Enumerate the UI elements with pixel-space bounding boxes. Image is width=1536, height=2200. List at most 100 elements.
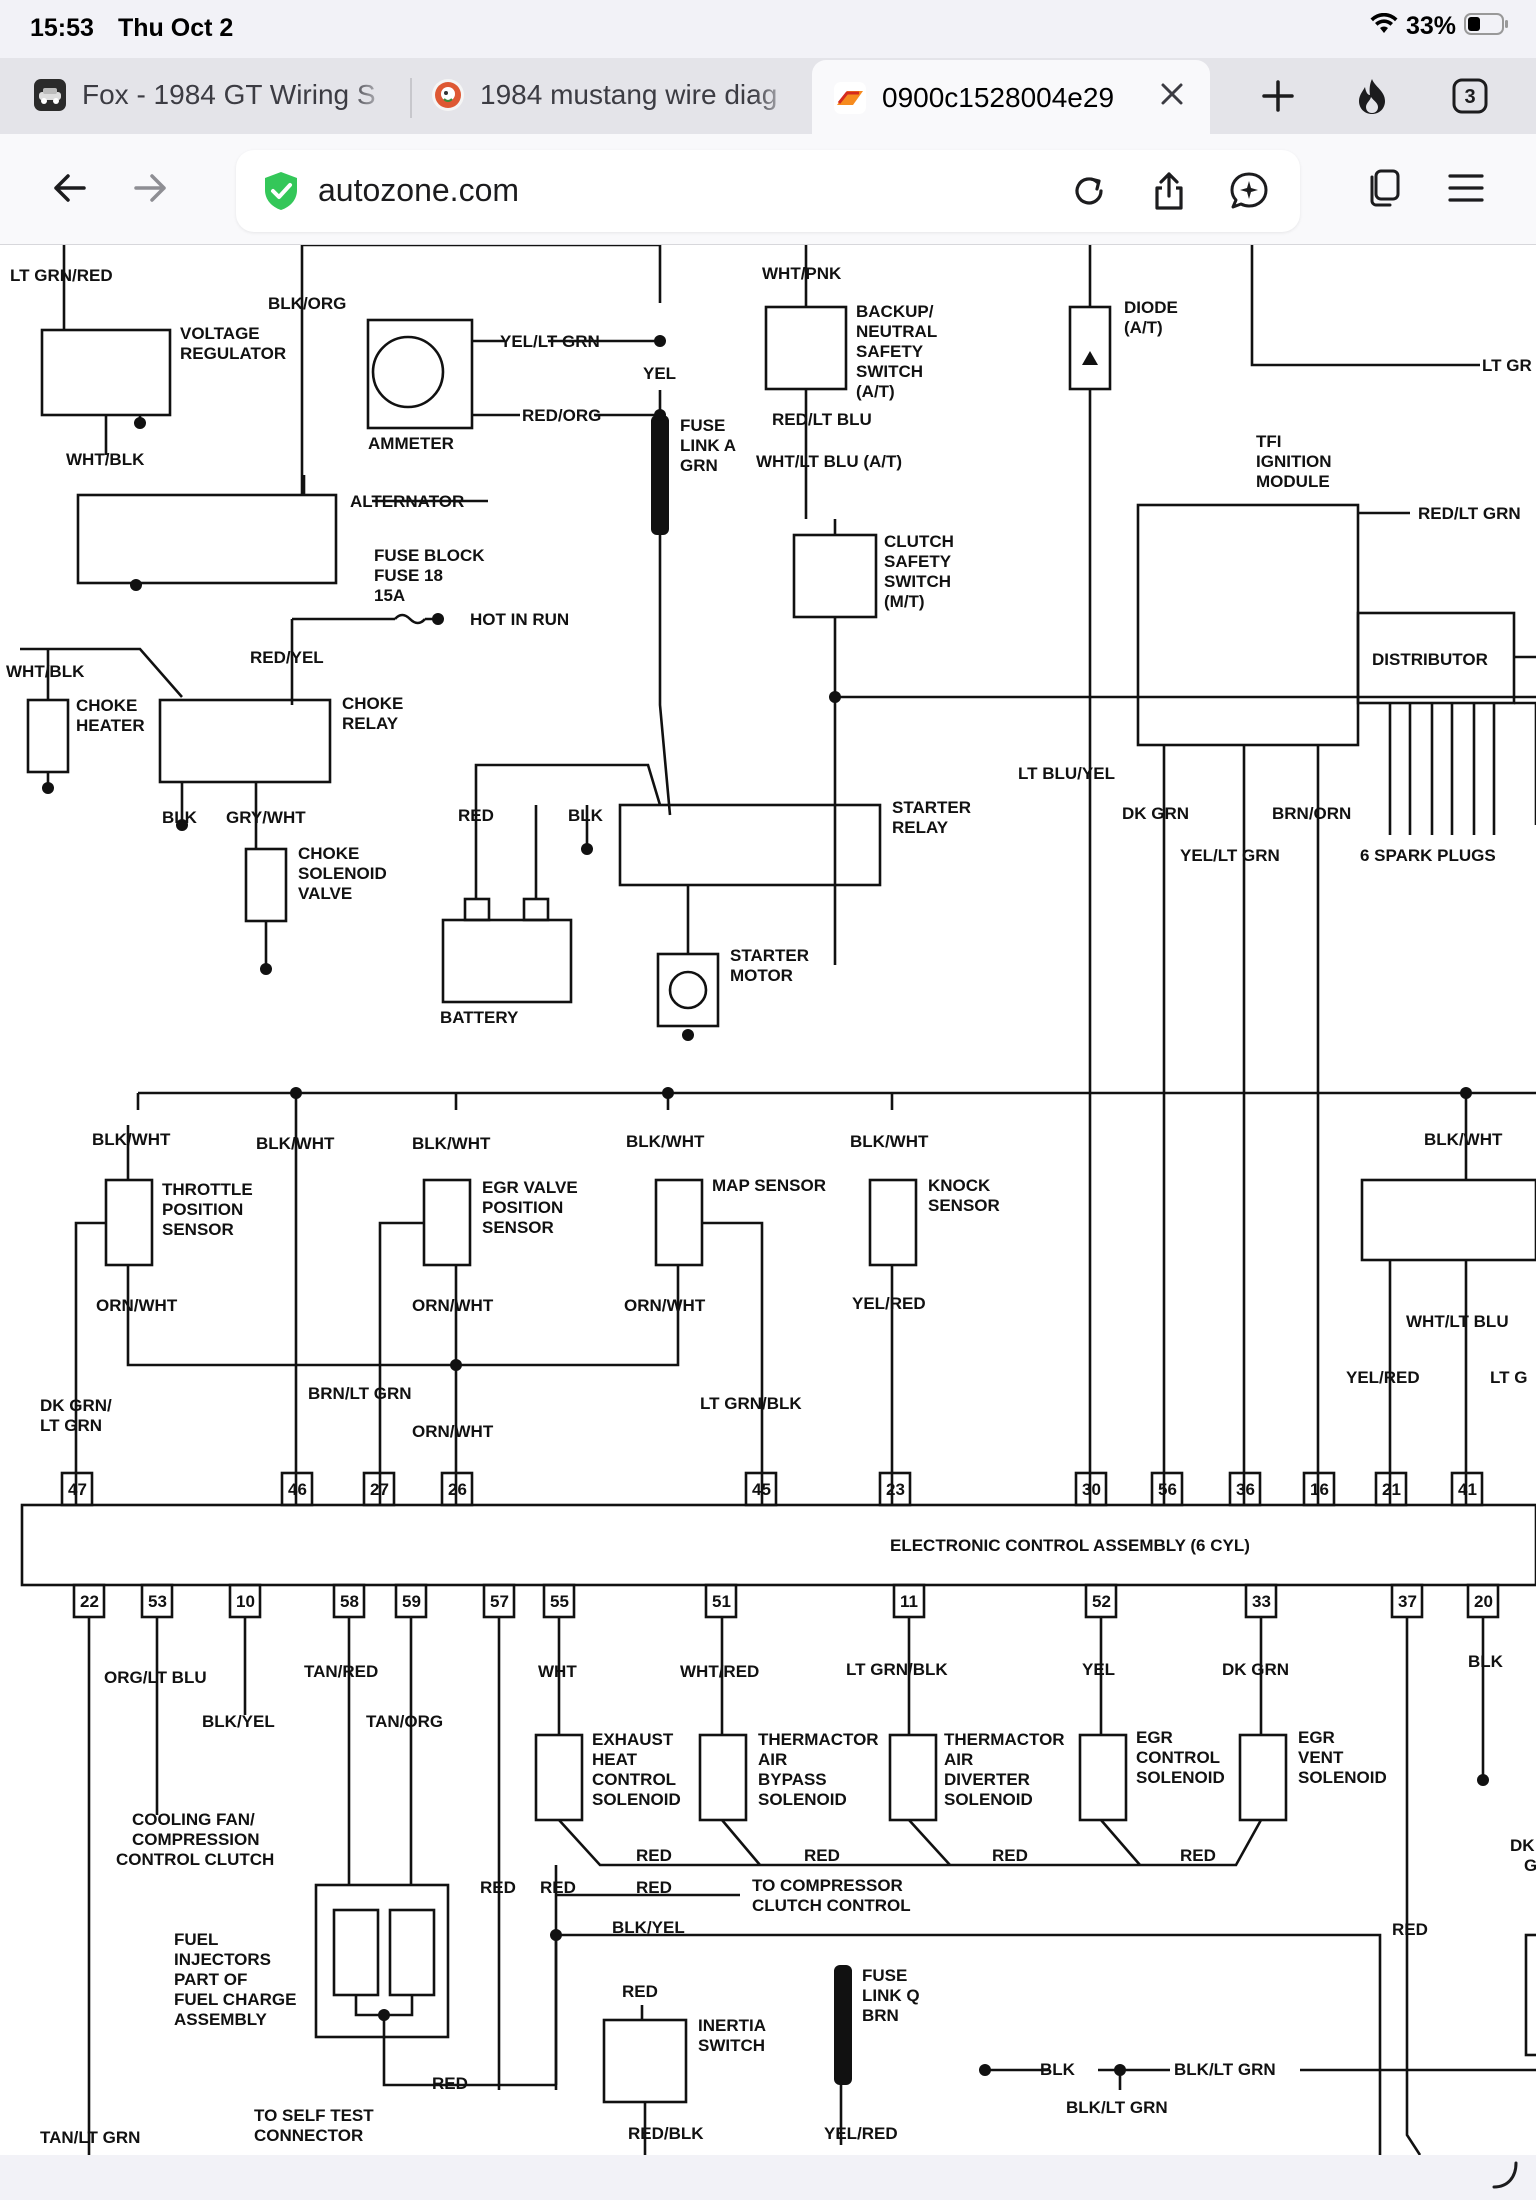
scroll-indicator-icon xyxy=(1488,2159,1520,2196)
svg-text:KNOCK: KNOCK xyxy=(928,1176,991,1195)
svg-text:ORN/WHT: ORN/WHT xyxy=(96,1296,178,1315)
svg-text:LINK Q: LINK Q xyxy=(862,1986,920,2005)
svg-text:POSITION: POSITION xyxy=(482,1198,563,1217)
svg-text:DK GRN: DK GRN xyxy=(1222,1660,1289,1679)
svg-text:46: 46 xyxy=(288,1480,307,1499)
svg-text:RED: RED xyxy=(458,806,494,825)
svg-text:DIODE: DIODE xyxy=(1124,298,1178,317)
reload-icon[interactable] xyxy=(1062,164,1116,218)
svg-text:HEAT: HEAT xyxy=(592,1750,638,1769)
svg-text:RED: RED xyxy=(480,1878,516,1897)
svg-text:BLK/WHT: BLK/WHT xyxy=(626,1132,705,1151)
svg-text:SOLENOID: SOLENOID xyxy=(944,1790,1033,1809)
new-tab-button[interactable] xyxy=(1252,70,1304,122)
svg-text:YEL/RED: YEL/RED xyxy=(1346,1368,1420,1387)
svg-text:YEL/RED: YEL/RED xyxy=(852,1294,926,1313)
svg-text:LINK A: LINK A xyxy=(680,436,736,455)
svg-text:WHT/LT BLU: WHT/LT BLU xyxy=(1406,1312,1509,1331)
assistant-chat-icon[interactable] xyxy=(1222,164,1276,218)
svg-text:DK: DK xyxy=(1510,1836,1535,1855)
tab-title: 0900c1528004e29 xyxy=(882,82,1115,113)
svg-text:FUSE BLOCK: FUSE BLOCK xyxy=(374,546,485,565)
svg-text:57: 57 xyxy=(490,1592,509,1611)
share-icon[interactable] xyxy=(1142,164,1196,218)
svg-text:(A/T): (A/T) xyxy=(856,382,895,401)
svg-text:WHT/BLK: WHT/BLK xyxy=(66,450,145,469)
pdf-viewer[interactable]: LT GRN/RED BLK/ORG VOLTAGE REGULATOR WHT… xyxy=(0,245,1536,2155)
search-favicon-icon xyxy=(432,79,464,111)
svg-text:YEL: YEL xyxy=(1082,1660,1115,1679)
svg-text:WHT/LT BLU (A/T): WHT/LT BLU (A/T) xyxy=(756,452,902,471)
close-tab-icon[interactable] xyxy=(1158,80,1186,115)
svg-text:TO COMPRESSOR: TO COMPRESSOR xyxy=(752,1876,903,1895)
tabs-button[interactable] xyxy=(1358,162,1410,214)
svg-text:SOLENOID: SOLENOID xyxy=(1136,1768,1225,1787)
svg-text:INERTIA: INERTIA xyxy=(698,2016,766,2035)
svg-text:THERMACTOR: THERMACTOR xyxy=(758,1730,879,1749)
svg-text:SENSOR: SENSOR xyxy=(928,1196,1000,1215)
tab-overview-button[interactable]: 3 xyxy=(1444,70,1496,122)
svg-text:POSITION: POSITION xyxy=(162,1200,243,1219)
svg-text:ELECTRONIC CONTROL ASSEMBLY (6: ELECTRONIC CONTROL ASSEMBLY (6 CYL) xyxy=(890,1536,1250,1555)
tab-autozone-pdf[interactable]: 0900c1528004e29 xyxy=(812,60,1210,136)
svg-text:YEL/LT GRN: YEL/LT GRN xyxy=(1180,846,1280,865)
svg-text:23: 23 xyxy=(886,1480,905,1499)
menu-button[interactable] xyxy=(1440,162,1492,214)
svg-text:22: 22 xyxy=(80,1592,99,1611)
tab-fox-wiring[interactable]: Fox - 1984 GT Wiring S xyxy=(34,60,390,130)
svg-text:53: 53 xyxy=(148,1592,167,1611)
svg-text:LT GR: LT GR xyxy=(1482,356,1532,375)
autozone-favicon-icon xyxy=(834,82,866,114)
wifi-icon xyxy=(1370,12,1398,40)
svg-text:SAFETY: SAFETY xyxy=(856,342,924,361)
address-bar[interactable]: autozone.com xyxy=(236,150,1300,232)
svg-text:6 SPARK PLUGS: 6 SPARK PLUGS xyxy=(1360,846,1496,865)
svg-text:52: 52 xyxy=(1092,1592,1111,1611)
svg-text:RELAY: RELAY xyxy=(342,714,399,733)
svg-text:THERMACTOR: THERMACTOR xyxy=(944,1730,1065,1749)
svg-text:WHT/PNK: WHT/PNK xyxy=(762,264,842,283)
svg-text:STARTER: STARTER xyxy=(730,946,809,965)
svg-text:ORN/WHT: ORN/WHT xyxy=(412,1296,494,1315)
svg-text:30: 30 xyxy=(1082,1480,1101,1499)
svg-text:PART OF: PART OF xyxy=(174,1970,247,1989)
back-button[interactable] xyxy=(44,162,96,214)
svg-text:EGR: EGR xyxy=(1136,1728,1173,1747)
svg-text:ORN/WHT: ORN/WHT xyxy=(412,1422,494,1441)
svg-text:IGNITION: IGNITION xyxy=(1256,452,1332,471)
svg-text:59: 59 xyxy=(402,1592,421,1611)
svg-text:BACKUP/: BACKUP/ xyxy=(856,302,934,321)
svg-text:36: 36 xyxy=(1236,1480,1255,1499)
svg-text:RED: RED xyxy=(1392,1920,1428,1939)
copy-tabs-icon xyxy=(1370,169,1400,207)
svg-text:27: 27 xyxy=(370,1480,389,1499)
svg-text:HEATER: HEATER xyxy=(76,716,145,735)
forward-button[interactable] xyxy=(124,162,176,214)
svg-text:MOTOR: MOTOR xyxy=(730,966,793,985)
svg-text:FUEL CHARGE: FUEL CHARGE xyxy=(174,1990,296,2009)
svg-text:26: 26 xyxy=(448,1480,467,1499)
svg-text:STARTER: STARTER xyxy=(892,798,971,817)
tab-mustang-search[interactable]: 1984 mustang wire diag xyxy=(432,60,794,130)
svg-text:GRY/WHT: GRY/WHT xyxy=(226,808,306,827)
svg-text:LT GRN: LT GRN xyxy=(40,1416,102,1435)
wiring-diagram: LT GRN/RED BLK/ORG VOLTAGE REGULATOR WHT… xyxy=(6,245,1536,2155)
svg-text:BATTERY: BATTERY xyxy=(440,1008,519,1027)
svg-text:33: 33 xyxy=(1252,1592,1271,1611)
fox-favicon-icon xyxy=(34,79,66,111)
svg-text:RED/ORG: RED/ORG xyxy=(522,406,601,425)
tab-title: 1984 mustang wire diag xyxy=(480,79,778,110)
tab-count: 3 xyxy=(1464,86,1475,108)
svg-text:LT GRN/BLK: LT GRN/BLK xyxy=(700,1394,802,1413)
svg-text:TFI: TFI xyxy=(1256,432,1282,451)
svg-text:RED: RED xyxy=(992,1846,1028,1865)
svg-text:LT BLU/YEL: LT BLU/YEL xyxy=(1018,764,1115,783)
plus-icon xyxy=(1262,80,1294,112)
flame-extension-button[interactable] xyxy=(1346,70,1398,122)
svg-text:37: 37 xyxy=(1398,1592,1417,1611)
svg-text:G: G xyxy=(1524,1856,1536,1875)
svg-text:CLUTCH CONTROL: CLUTCH CONTROL xyxy=(752,1896,911,1915)
svg-text:DK GRN/: DK GRN/ xyxy=(40,1396,112,1415)
status-date: Thu Oct 2 xyxy=(118,14,234,42)
svg-text:EGR VALVE: EGR VALVE xyxy=(482,1178,578,1197)
